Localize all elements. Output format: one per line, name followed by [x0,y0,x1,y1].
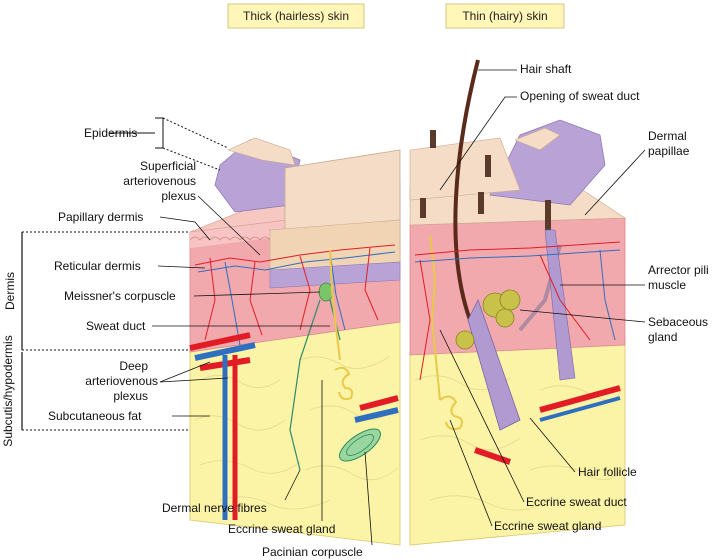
header-thick-text: Thick (hairless) skin [243,9,349,23]
hair-stubs [420,130,551,230]
header-thick: Thick (hairless) skin [227,3,365,29]
label-deep-3: plexus [113,389,148,403]
label-sebaceous-1: Sebaceous [648,315,708,329]
label-arrector-1: Arrector pili [648,263,709,277]
label-superficial-2: arteriovenous [123,174,196,188]
label-eccrine-duct: Eccrine sweat duct [526,495,627,509]
label-dermal-papillae-2: papillae [648,144,690,158]
header-thin-text: Thin (hairy) skin [462,9,547,23]
pacinian-corpuscle-shape [339,428,381,462]
label-subcutaneous-fat: Subcutaneous fat [48,409,142,423]
thin-fat-layer [409,339,626,546]
sebaceous-gland-shape [455,289,521,350]
label-arrector-2: muscle [648,278,686,292]
label-sebaceous-2: gland [648,330,677,344]
thick-epidermis-surface [227,137,296,166]
label-opening-sweat-duct: Opening of sweat duct [520,89,640,103]
side-label-dermis: Dermis [3,272,17,310]
thin-deep-vessels [474,385,621,465]
label-dermal-nerve: Dermal nerve fibres [162,501,267,515]
left-brackets [22,231,190,431]
label-superficial-1: Superficial [140,159,196,173]
label-pacinian: Pacinian corpuscle [262,545,363,559]
label-superficial-3: plexus [161,189,196,203]
hair-follicle-shape [467,298,521,431]
label-deep-1: Deep [119,359,148,373]
epidermis-bracket [110,117,229,171]
label-reticular-dermis: Reticular dermis [54,259,141,273]
thick-deep-vessels [189,332,399,520]
thick-sweat-gland [329,249,354,401]
label-epidermis: Epidermis [84,126,137,140]
thin-epidermis-main [409,137,521,201]
label-eccrine-gland: Eccrine sweat gland [228,522,335,536]
label-meissner: Meissner's corpuscle [64,289,176,303]
label-deep-2: arteriovenous [85,374,158,388]
label-hair-shaft: Hair shaft [520,62,572,76]
side-label-subcutis: Subcutis/hypodermis [1,335,15,446]
thick-superficial-vessels [194,244,396,346]
second-follicle-shape [544,229,576,381]
thin-vessels [414,241,621,381]
label-eccrine-gland-right: Eccrine sweat gland [494,519,601,533]
header-thin: Thin (hairy) skin [445,3,565,29]
label-sweat-duct: Sweat duct [86,319,146,333]
label-papillary-dermis: Papillary dermis [58,210,143,224]
label-hair-follicle: Hair follicle [578,465,637,479]
thick-skin-block [189,137,401,546]
label-dermal-papillae-1: Dermal [648,129,687,143]
thin-epidermis-surface [514,127,561,151]
thin-skin-block [409,59,626,546]
thick-dermal-ridges [189,236,271,241]
